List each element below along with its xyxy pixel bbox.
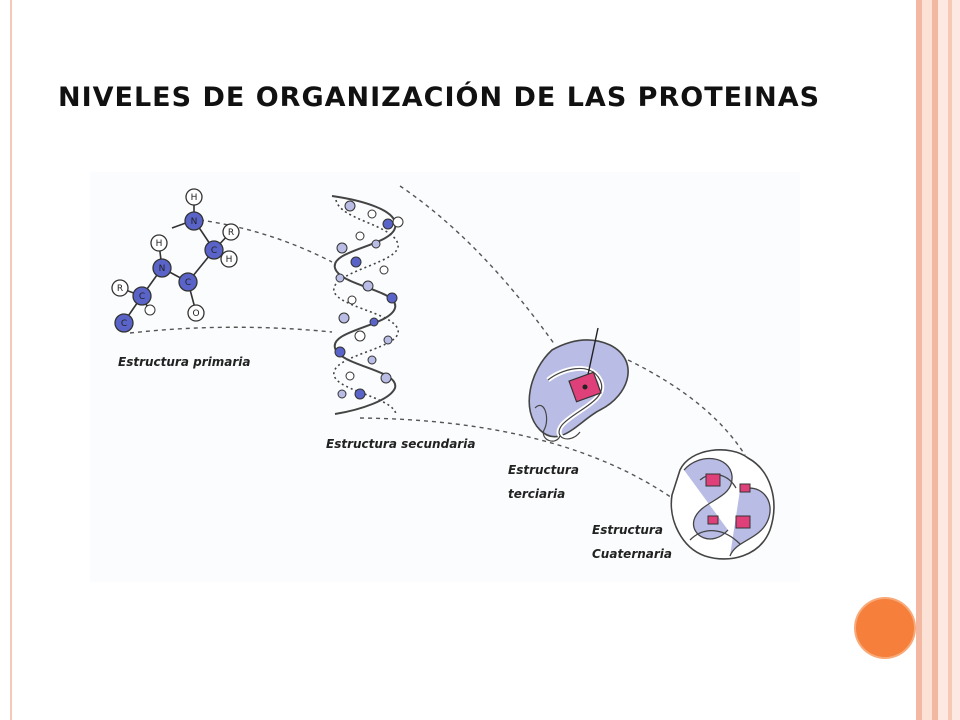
atom-c4: C (114, 313, 134, 333)
label-secondary: Estructura secundaria (326, 437, 475, 451)
slide-title: NIVELES DE ORGANIZACIÓN DE LAS PROTEINAS (58, 82, 821, 113)
helix-atoms (334, 200, 404, 400)
decorative-band (932, 0, 938, 720)
svg-text:R: R (117, 284, 123, 294)
atom-r2: R (111, 279, 129, 297)
label-quaternary-line2: Cuaternaria (592, 547, 672, 561)
svg-text:C: C (139, 292, 145, 302)
atom-n1: N (184, 211, 204, 231)
svg-text:H: H (156, 239, 163, 249)
connector-lines (129, 185, 746, 501)
atom-h2: H (220, 250, 238, 268)
atom-h1: H (185, 188, 203, 206)
decorative-band (922, 0, 932, 720)
atom-n2: N (152, 258, 172, 278)
atom-c3: C (132, 286, 152, 306)
label-primary: Estructura primaria (118, 355, 250, 369)
connector-primary-to-secondary-bottom (129, 326, 333, 334)
connector-secondary-to-tertiary (399, 185, 556, 346)
decorative-band (916, 0, 922, 720)
secondary-structure-helix (331, 195, 404, 415)
svg-text:H: H (191, 193, 198, 203)
label-quaternary-line1: Estructura (592, 523, 663, 537)
quaternary-structure (670, 449, 775, 560)
decorative-orange-circle (856, 599, 914, 657)
svg-text:R: R (228, 228, 234, 238)
tertiary-structure (528, 327, 629, 442)
label-tertiary-line2: terciaria (508, 487, 565, 501)
label-tertiary-line1: Estructura (508, 463, 579, 477)
svg-text:N: N (159, 264, 166, 274)
svg-text:C: C (185, 278, 191, 288)
decorative-band (948, 0, 952, 720)
svg-text:C: C (121, 319, 127, 329)
atom-o1: O (187, 304, 205, 322)
slide-frame-line (10, 0, 12, 720)
primary-structure: H N R C H H N C O R C C (111, 188, 240, 333)
atom-r1: R (222, 223, 240, 241)
connector-primary-to-secondary-top (199, 219, 333, 263)
svg-text:C: C (211, 246, 217, 256)
connector-tertiary-to-quaternary (627, 359, 746, 456)
atom-c2: C (178, 272, 198, 292)
atom-h3: H (150, 234, 168, 252)
svg-text:O: O (192, 309, 199, 319)
atom-c1: C (204, 240, 224, 260)
svg-text:H: H (226, 255, 233, 265)
connector-secondary-to-quaternary (359, 417, 676, 501)
svg-text:N: N (191, 217, 198, 227)
